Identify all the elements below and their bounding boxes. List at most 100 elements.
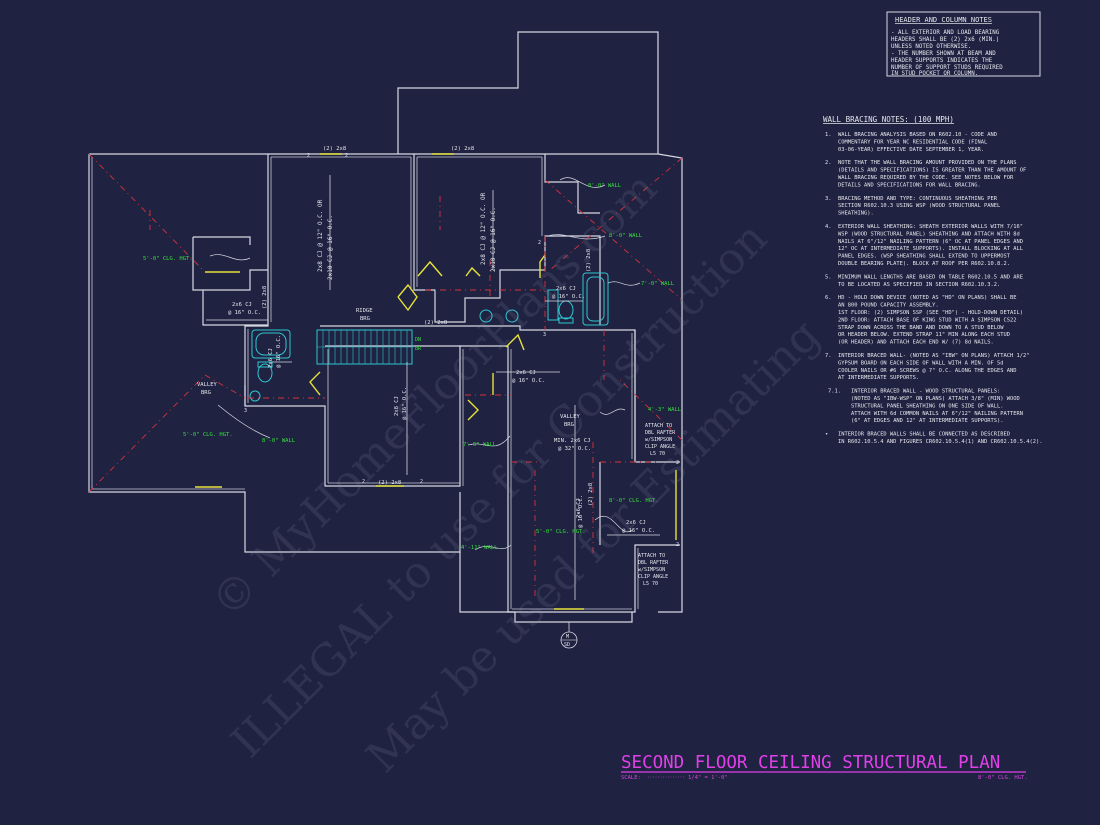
- bracing-note-line: STRUCTURAL PANEL SHEATHING ON ONE SIDE O…: [851, 403, 1004, 409]
- marker-bottom: SD: [564, 642, 570, 648]
- bracing-note-line: MINIMUM WALL LENGTHS ARE BASED ON TABLE …: [838, 274, 1023, 280]
- stair: [316, 329, 413, 365]
- joist-label: @ 16" O.C.: [276, 335, 282, 368]
- valley-label: BRG: [201, 390, 211, 396]
- bracing-note-line: NOTE THAT THE WALL BRACING AMOUNT PROVID…: [838, 160, 1017, 166]
- joist-label: 2x8 CJ @ 12" O.C. OR: [480, 192, 487, 265]
- attach-note-line: DBL RAFTER: [645, 430, 676, 436]
- attach-note-line: w/SIMPSON: [638, 567, 665, 573]
- bracing-note-line: WALL BRACING ANALYSIS BASED ON R602.10 -…: [838, 132, 997, 138]
- bracing-note-line: NAILS AT 6"/12" NAILING PATTERN (6" OC A…: [838, 239, 1023, 245]
- attach-note-line: w/SIMPSON: [645, 437, 672, 443]
- header-label: (2) 2x8: [588, 483, 594, 506]
- wall-height-label: 8'-0" WALL: [262, 438, 296, 444]
- attach-note-line: CLIP ANGLE: [638, 574, 668, 580]
- joist-label: @ 16" O.C.: [622, 528, 655, 534]
- bracing-note-line: WALL BRACING REQUIRED BY THE CODE. SEE N…: [838, 175, 1014, 181]
- header-label: (2) 2x8: [451, 146, 474, 152]
- bracing-note-line: GYPSUM BOARD ON EACH SIDE OF WALL WITH A…: [838, 360, 1004, 366]
- watermark: © MyHomeFloorPlans.com ILLEGAL to use fo…: [202, 163, 830, 783]
- header-notes-line: - THE NUMBER SHOWN AT BEAM AND: [891, 51, 996, 57]
- bracing-note-line: INTERIOR BRACED WALL- (NOTED AS "IBW" ON…: [838, 353, 1029, 359]
- bracing-note-line: 03-06-YEAR) EFFECTIVE DATE SEPTEMBER 1, …: [838, 147, 984, 153]
- bracing-note-line: INTERIOR BRACED WALL - WOOD STRUCTURAL P…: [851, 389, 1000, 395]
- header-notes-line: - ALL EXTERIOR AND LOAD BEARING: [891, 30, 1000, 36]
- stair-dn-label: DN: [415, 337, 421, 343]
- attach-note-line: CLIP ANGLE: [645, 444, 675, 450]
- bracing-note-line: HD - HOLD DOWN DEVICE (NOTED AS "HD" ON …: [838, 295, 1017, 301]
- wall-bracing-notes: WALL BRACING NOTES: (100 MPH) 1.WALL BRA…: [823, 115, 1042, 445]
- joist-label: 2x6 CJ: [268, 348, 274, 368]
- ridge-label: RIDGE: [356, 308, 373, 314]
- scale-value: 1/4" = 1'-0": [688, 775, 728, 781]
- bracing-note-line: 12" OC AT INTERMEDIATE SUPPORTS). INSTAL…: [838, 246, 1023, 252]
- joist-label: 2x8 CJ: [394, 396, 400, 416]
- stud-count: 3: [244, 408, 247, 414]
- ceiling-height-label: 5'-0" CLG. HGT.: [536, 529, 586, 535]
- joist-label: 2x10 CJ @ 16" O.C.: [490, 207, 497, 272]
- wall-height-label: 8'-0" WALL: [609, 233, 643, 239]
- header-notes-line: NUMBER OF SUPPORT STUDS REQUIRED: [891, 65, 1003, 71]
- attach-note-line: ATTACH TO: [645, 423, 672, 429]
- bracing-note-line: 2ND FLOOR: ATTACH BASE OF KING STUD WITH…: [838, 317, 1017, 323]
- joist-label: 2x6 CJ: [232, 302, 252, 308]
- joist-label: @ 16" O.C.: [402, 387, 408, 420]
- bracing-note-number: 7.: [825, 353, 832, 359]
- bracing-note-number: •: [825, 432, 828, 438]
- bracing-note-line: SECTION R602.10.3 USING WSP (WOOD STRUCT…: [838, 203, 1000, 209]
- marker-top: M: [566, 634, 569, 640]
- stud-count: 3: [543, 332, 546, 338]
- joist-label: @ 16" O.C.: [552, 294, 585, 300]
- bracing-note-line: BRACING METHOD AND TYPE: CONTINUOUS SHEA…: [838, 196, 998, 202]
- header-column-notes: HEADER AND COLUMN NOTES - ALL EXTERIOR A…: [886, 11, 1041, 77]
- valley-label: VALLEY: [197, 382, 218, 388]
- bracing-note-line: INTERIOR BRACED WALLS SHALL BE CONNECTED…: [838, 432, 1010, 438]
- header-label: (2) 2x8: [323, 146, 346, 152]
- joist-label: 2x10 CJ @ 16" O.C.: [327, 215, 334, 280]
- ceiling-height-label: 5'-0" CLG. HGT.: [143, 256, 193, 262]
- stud-count: 2: [345, 153, 348, 159]
- joist-label: @ 16" O.C.: [578, 495, 584, 528]
- bracing-note-line: EXTERIOR WALL SHEATHING: SHEATH EXTERIOR…: [838, 224, 1023, 230]
- stud-count: 2: [538, 240, 541, 246]
- plumbing-fixtures: [249, 272, 609, 402]
- ceiling-height-label: 5'-0" CLG. HGT.: [183, 432, 233, 438]
- bracing-note-line: ATTACH WITH 6d COMMON NAILS AT 6"/12" NA…: [851, 411, 1023, 417]
- joist-label: 2x6 CJ: [576, 498, 582, 518]
- joist-label: 2x8 CJ @ 12" O.C. OR: [317, 199, 324, 272]
- drawing-title: SECOND FLOOR CEILING STRUCTURAL PLAN: [621, 753, 1000, 773]
- bracing-note-line: WSP (WOOD STRUCTURAL PANEL) SHEATHING AN…: [838, 231, 1020, 237]
- min-joist-label: @ 32" O.C.: [558, 446, 591, 452]
- attach-note-line: L5 70: [643, 581, 658, 587]
- joist-label: @ 16" O.C.: [512, 378, 545, 384]
- joist-label: 2x6 CJ: [556, 286, 576, 292]
- ceiling-height-label: 8'-0" CLG. HGT.: [609, 498, 659, 504]
- header-notes-line: UNLESS NOTED OTHERWISE.: [891, 44, 971, 50]
- header-notes-line: IN STUD POCKET OR COLUMN.: [891, 71, 978, 77]
- bracing-note-line: PANEL EDGES. (WSP SHEATHING SHALL EXTEND…: [838, 254, 1011, 260]
- header-notes-line: HEADER SUPPORTS INDICATES THE: [891, 58, 993, 64]
- joist-label: @ 16" O.C.: [228, 310, 261, 316]
- bracing-note-line: TO BE LOCATED AS SPECIFIED IN SECTION R6…: [838, 282, 1000, 288]
- min-joist-label: MIN. 2x6 CJ: [554, 438, 590, 444]
- header-label: (2) 2x8: [424, 320, 447, 326]
- section-marker: M SD: [560, 622, 578, 649]
- attach-note-line: DBL RAFTER: [638, 560, 669, 566]
- bracing-note-line: COOLER NAILS OR #6 SCREWS @ 7" O.C. ALON…: [838, 368, 1017, 374]
- bracing-note-number: 5.: [825, 274, 832, 280]
- attach-note-line: ATTACH TO: [638, 553, 665, 559]
- joist-label: 2x6 CJ: [626, 520, 646, 526]
- valley-label: BRG: [564, 422, 574, 428]
- bracing-note-number: 7.1.: [828, 389, 841, 395]
- bracing-note-number: 2.: [825, 160, 832, 166]
- header-notes-line: HEADERS SHALL BE (2) 2x6 (MIN.): [891, 37, 999, 43]
- wall-height-label: 4'-11" WALL: [461, 545, 498, 551]
- bracing-notes-title: WALL BRACING NOTES: (100 MPH): [823, 115, 954, 124]
- bracing-note-line: 1ST FLOOR: (2) SIMPSON SSP (SEE "HD") - …: [838, 310, 1023, 316]
- valley-label: VALLEY: [560, 414, 581, 420]
- attach-note: ATTACH TO DBL RAFTER w/SIMPSON CLIP ANGL…: [645, 423, 676, 457]
- bracing-note-line: DETAILS AND SPECIFICATIONS FOR WALL BRAC…: [838, 182, 981, 188]
- bearing-lines: [88, 153, 683, 600]
